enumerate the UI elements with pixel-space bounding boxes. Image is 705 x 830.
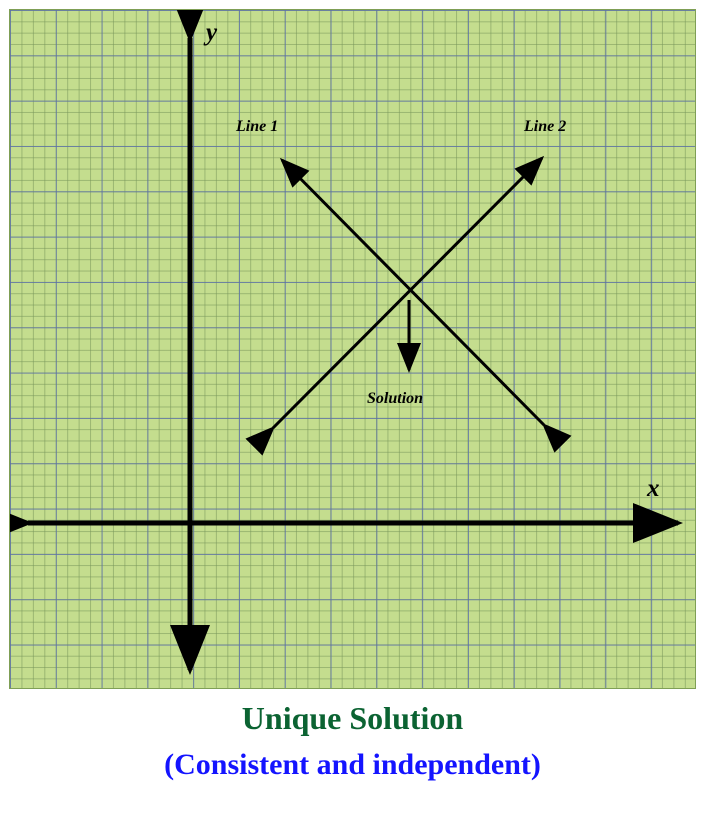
line-1-label: Line 1	[236, 118, 279, 135]
graph-panel: y x Line 1 Line 2 Solution	[9, 9, 696, 689]
solution-label: Solution	[367, 390, 424, 407]
figure-caption-sub: (Consistent and independent)	[164, 748, 541, 781]
axes	[10, 10, 683, 675]
line-1	[279, 157, 572, 453]
y-axis-label: y	[206, 19, 218, 46]
line-2	[245, 155, 545, 456]
figure-caption-main: Unique Solution	[241, 700, 464, 736]
x-axis-label: x	[647, 475, 660, 502]
line-2-label: Line 2	[524, 118, 567, 135]
solution-lines	[245, 155, 572, 456]
